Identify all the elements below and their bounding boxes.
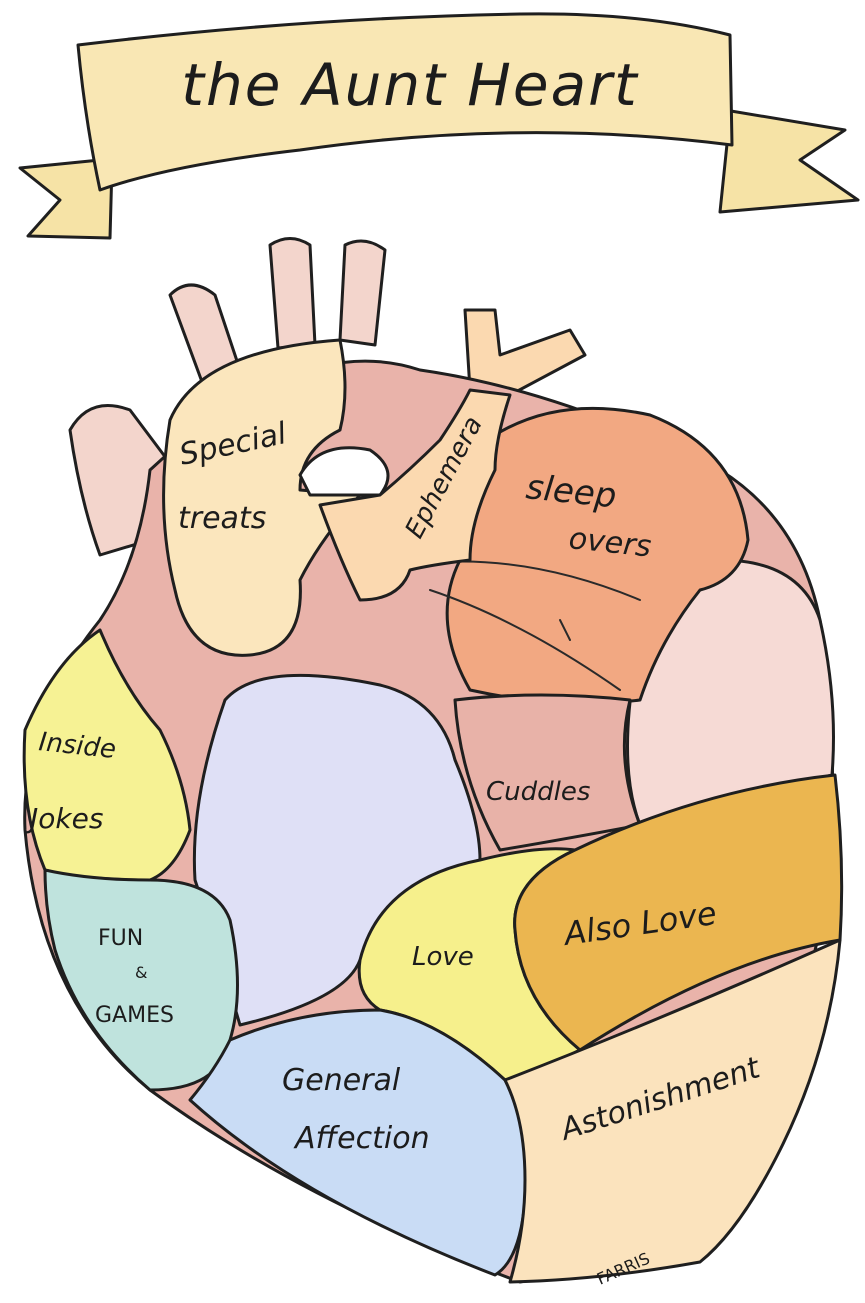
label-love: Love	[412, 942, 474, 972]
region-astonishment	[503, 938, 842, 1284]
vessel-left-2	[268, 237, 317, 350]
banner-title: the Aunt Heart	[181, 51, 639, 119]
vessel-left-1	[168, 283, 242, 392]
label-fun-games-line2: &	[135, 963, 147, 982]
label-fun-games-line3: GAMES	[95, 1003, 174, 1028]
label-general-affection-line2: Affection	[293, 1121, 430, 1156]
label-cuddles: Cuddles	[486, 777, 590, 807]
special-treats-hole	[298, 446, 390, 497]
label-general-affection-line1: General	[282, 1063, 401, 1098]
label-sleep-overs-line2: overs	[567, 521, 653, 564]
banner-right-tail	[718, 108, 860, 214]
banner-ribbon	[76, 12, 734, 192]
region-special-treats	[162, 338, 362, 657]
vessel-left-3	[338, 239, 387, 347]
label-fun-games-line1: FUN	[98, 926, 143, 951]
region-also-love	[513, 773, 844, 1052]
region-ephemera	[318, 388, 512, 602]
label-special-treats-line2: treats	[178, 501, 266, 536]
title-banner: the Aunt Heart	[18, 12, 860, 240]
label-sleep-overs-line1: sleep	[524, 467, 618, 516]
label-inside-jokes-line2: Jokes	[25, 802, 103, 835]
